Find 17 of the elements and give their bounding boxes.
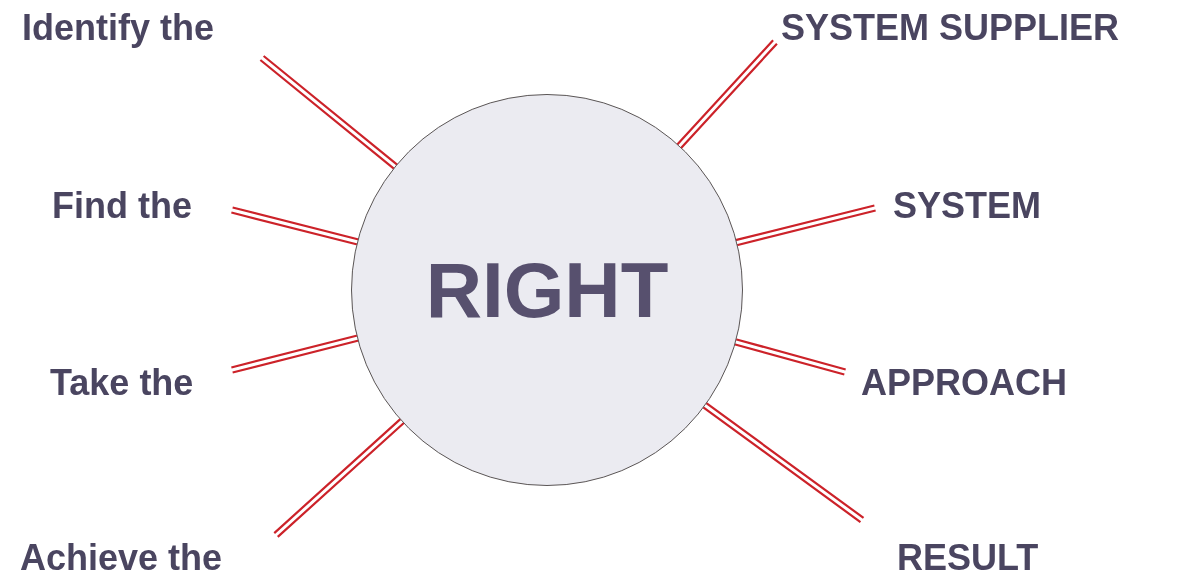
double-line-connector [273, 417, 406, 539]
double-line-connector [675, 39, 778, 150]
double-line-connector [230, 334, 360, 374]
double-line-connector [733, 338, 847, 376]
spoke-label: Identify the [22, 8, 214, 48]
spoke-label: APPROACH [861, 363, 1067, 403]
spoke-label: RESULT [897, 538, 1039, 578]
double-line-connector [230, 206, 360, 246]
spoke-label: SYSTEM SUPPLIER [781, 8, 1120, 48]
double-line-connector [734, 204, 877, 247]
double-line-connector [701, 401, 865, 524]
center-label: RIGHT [425, 251, 669, 329]
spoke-label: SYSTEM [893, 186, 1042, 226]
double-line-connector [259, 54, 399, 170]
spoke-label: Find the [52, 186, 192, 226]
spoke-label: Take the [50, 363, 194, 403]
spoke-label: Achieve the [20, 538, 223, 578]
